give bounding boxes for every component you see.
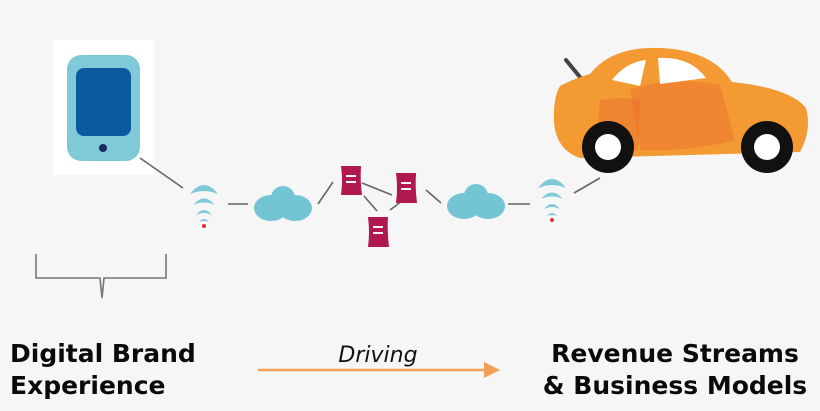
wifi-signal-icon bbox=[190, 185, 218, 228]
driving-label: Driving bbox=[338, 343, 418, 368]
source-label: Digital Brand Experience bbox=[10, 338, 196, 402]
server-icon bbox=[396, 173, 417, 203]
arrow-icon bbox=[258, 362, 500, 378]
brace-icon bbox=[35, 254, 167, 299]
target-label: Revenue Streams & Business Models bbox=[540, 338, 810, 402]
tablet-icon bbox=[53, 40, 154, 175]
cloud-icon bbox=[254, 186, 312, 221]
target-label-line2: & Business Models bbox=[542, 371, 808, 400]
cloud-icon bbox=[447, 184, 505, 219]
connector-lines bbox=[139, 157, 601, 212]
source-label-line1: Digital Brand bbox=[10, 339, 196, 368]
server-icon bbox=[368, 217, 389, 247]
car-icon bbox=[553, 47, 808, 173]
target-label-line1: Revenue Streams bbox=[551, 339, 799, 368]
wifi-signal-icon bbox=[538, 179, 566, 222]
source-label-line2: Experience bbox=[10, 371, 166, 400]
server-icon bbox=[341, 166, 362, 195]
